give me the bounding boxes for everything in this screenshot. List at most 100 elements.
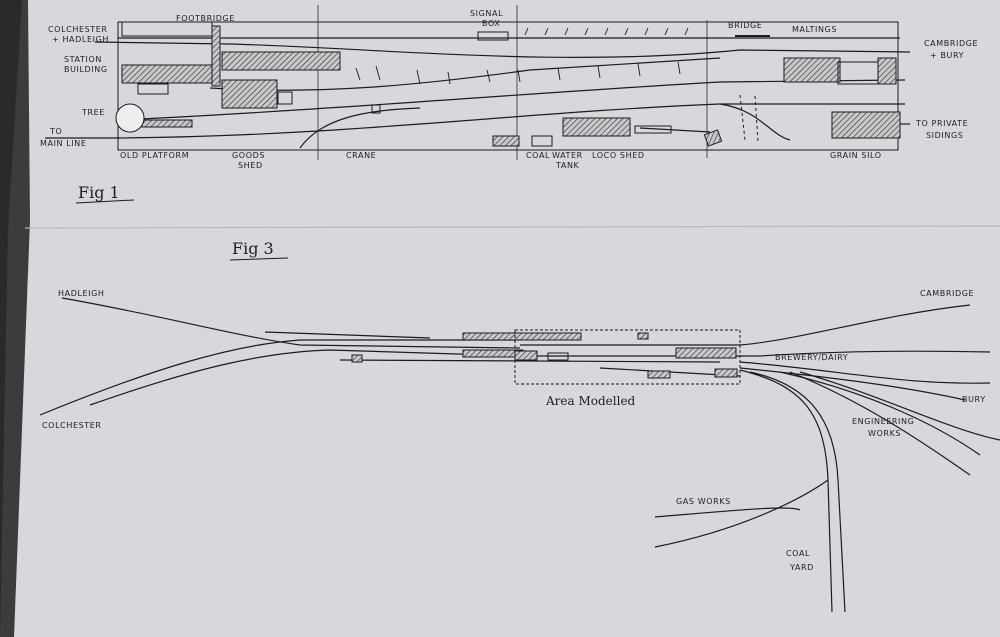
label-signal-box: SIGNAL xyxy=(470,9,503,18)
label-bury: + BURY xyxy=(930,51,964,60)
fig3-schematic xyxy=(39,297,1000,613)
fig1-crane xyxy=(371,104,381,114)
fig1-siding-b xyxy=(299,107,421,149)
fig1-bridge-approach xyxy=(739,94,759,143)
fig3-coal-yard-2 xyxy=(749,371,846,613)
fig1-loco-shed xyxy=(562,117,631,137)
fig1-footbridge xyxy=(211,25,221,87)
label-fig3-hadleigh: HADLEIGH xyxy=(58,289,105,298)
fig1-old-platform xyxy=(141,119,193,128)
label-loco-shed: LOCO SHED xyxy=(592,151,645,160)
label-area-modelled: Area Modelled xyxy=(545,394,636,408)
fig3-goods xyxy=(547,352,569,361)
fig3-station-platform xyxy=(462,332,582,341)
fold-line xyxy=(24,225,1000,229)
label-tree: TREE xyxy=(81,108,105,117)
fig1-main-line-lower xyxy=(117,103,905,139)
paper-edge xyxy=(14,0,1000,637)
label-cambridge: CAMBRIDGE xyxy=(924,39,978,48)
fig3-caption: Fig 3 xyxy=(232,239,274,258)
label-maltings: MALTINGS xyxy=(792,25,837,34)
label-to-private-sidings: TO PRIVATE xyxy=(915,119,968,128)
label-water-tank-2: TANK xyxy=(555,161,580,170)
label-fig3-coal-yard: COAL xyxy=(786,549,810,558)
label-fig3-colchester: COLCHESTER xyxy=(42,421,102,430)
fig1-platform-ticks xyxy=(355,27,689,85)
fig3-maltings xyxy=(675,347,737,359)
label-fig3-engineering-2: WORKS xyxy=(868,429,901,438)
label-signal-box-2: BOX xyxy=(482,19,500,28)
label-fig3-coal-yard-2: YARD xyxy=(789,563,814,572)
label-grain-silo: GRAIN SILO xyxy=(830,151,882,160)
fig3-bury-line xyxy=(739,361,991,384)
fig3-gas-works-2 xyxy=(654,479,829,548)
fig1-station-building xyxy=(121,64,213,84)
fig3-colchester-line-2 xyxy=(89,349,521,406)
fig1-tree xyxy=(115,103,145,133)
fig3-shed xyxy=(514,350,538,361)
fig3-coal-yard-1 xyxy=(739,369,833,613)
label-fig3-engineering: ENGINEERING xyxy=(852,417,914,426)
fig3-hut xyxy=(351,354,363,363)
fig3-caption-underline xyxy=(229,257,289,261)
fig3-silo xyxy=(714,368,738,378)
label-water-tank: WATER xyxy=(552,151,583,160)
fig1-water-tank xyxy=(531,135,553,147)
fig1-grain-silo xyxy=(831,111,901,139)
fig1-maltings xyxy=(783,57,841,83)
label-to-main-line: TO xyxy=(49,127,62,136)
label-station-building: STATION xyxy=(64,55,102,64)
fig3-through-line xyxy=(520,350,991,357)
fig1-main-line-upper xyxy=(94,41,911,58)
fig1-frame xyxy=(117,21,899,151)
fig3-area-modelled-box xyxy=(514,329,741,385)
fig1-through-track xyxy=(119,79,906,121)
fig3-loop xyxy=(339,359,721,363)
label-coal: COAL xyxy=(526,151,550,160)
fig1-siding-c xyxy=(639,127,711,133)
label-fig3-brewery: BREWERY/DAIRY xyxy=(775,353,848,362)
fig3-labels: Fig 3 HADLEIGH COLCHESTER CAMBRIDGE BREW… xyxy=(42,239,986,572)
fig1-coal-stage xyxy=(492,135,520,147)
label-goods-shed: GOODS xyxy=(232,151,265,160)
fig1-caption-underline xyxy=(75,199,135,204)
label-colchester: COLCHESTER xyxy=(48,25,108,34)
label-fig3-gas-works: GAS WORKS xyxy=(676,497,731,506)
fig3-loco-shed xyxy=(647,370,671,379)
fig3-engineering-2 xyxy=(799,371,1000,441)
fig3-signal-box xyxy=(637,332,649,340)
label-bridge: BRIDGE xyxy=(728,21,762,30)
fig3-colchester-line xyxy=(39,339,520,416)
fig1-maltings-end xyxy=(877,57,897,85)
fig3-cambridge-line xyxy=(520,304,971,346)
label-hadleigh: + HADLEIGH xyxy=(52,35,109,44)
fig3-stub xyxy=(264,331,431,339)
label-fig3-bury: BURY xyxy=(962,395,986,404)
label-fig3-cambridge: CAMBRIDGE xyxy=(920,289,974,298)
fig1-goods-annex xyxy=(277,91,293,105)
fig3-engineering-3 xyxy=(789,371,971,476)
label-goods-shed-2: SHED xyxy=(238,161,263,170)
fig1-station-annex xyxy=(137,83,169,95)
fig3-platform-2 xyxy=(462,349,524,358)
fig1-signal-box xyxy=(477,31,509,41)
fig3-gas-works-1 xyxy=(654,507,801,518)
fig1-plan xyxy=(45,5,911,160)
fig1-long-platform xyxy=(221,51,341,71)
label-station-building-2: BUILDING xyxy=(64,65,108,74)
fig3-engineering-1 xyxy=(779,371,981,456)
fig1-labels: COLCHESTER + HADLEIGH STATION BUILDING T… xyxy=(40,9,978,204)
label-to-main-line-2: MAIN LINE xyxy=(40,139,87,148)
fig3-hadleigh-line xyxy=(61,297,521,349)
label-to-private-sidings-2: SIDINGS xyxy=(926,131,963,140)
label-crane: CRANE xyxy=(346,151,376,160)
fig1-siding-d xyxy=(719,103,791,141)
fig1-turntable-hut xyxy=(703,129,723,147)
label-old-platform: OLD PLATFORM xyxy=(120,151,189,160)
fig1-loco-annex xyxy=(634,125,672,134)
label-footbridge: FOOTBRIDGE xyxy=(176,14,235,23)
fig1-caption: Fig 1 xyxy=(78,183,120,202)
fig1-goods-shed xyxy=(221,79,278,109)
